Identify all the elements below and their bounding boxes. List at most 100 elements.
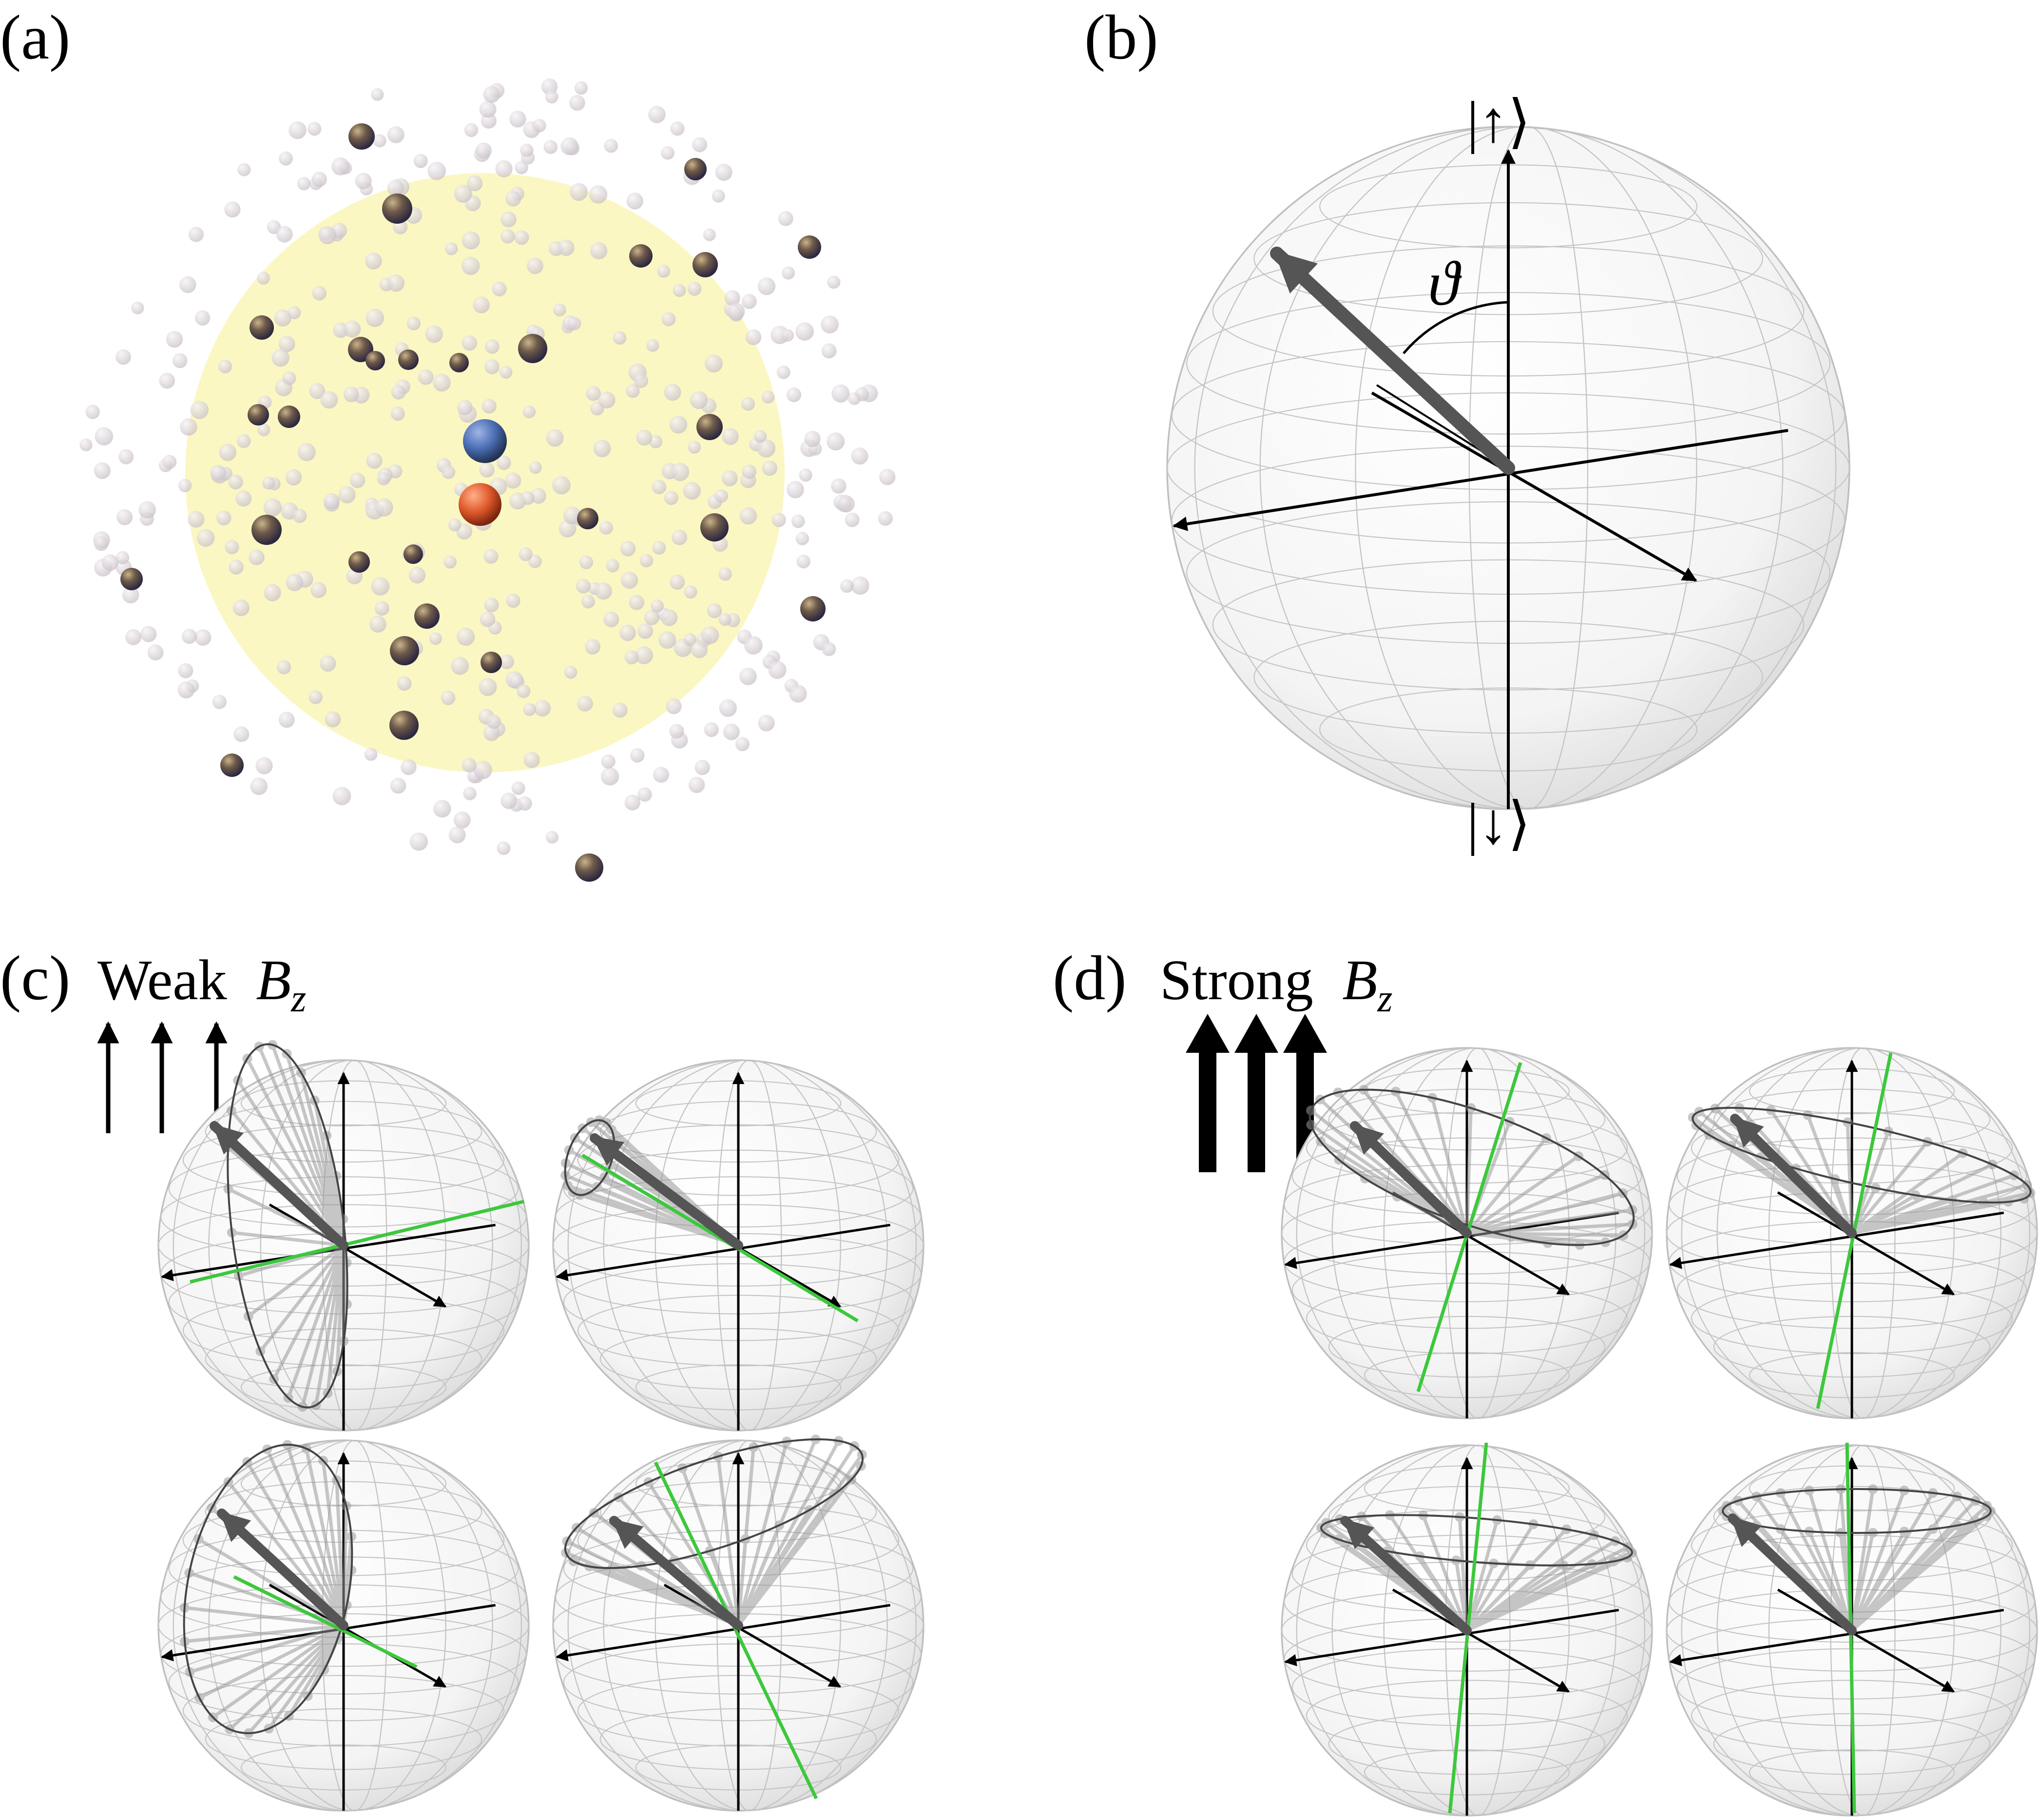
faint-spin <box>626 193 643 210</box>
cone-vector <box>259 1244 345 1353</box>
faint-spin <box>462 256 480 275</box>
cone-vector <box>1466 1155 1579 1235</box>
faint-spin <box>570 183 588 201</box>
faint-spin <box>147 644 164 661</box>
faint-spin <box>159 372 175 389</box>
faint-spin <box>791 514 805 528</box>
cone-vector <box>736 1447 755 1626</box>
faint-spin <box>530 488 546 504</box>
y-axis <box>1669 1608 2004 1666</box>
cone-vector <box>1846 1122 1854 1234</box>
panel-c: (c) Weak Bz <box>0 943 924 1812</box>
faint-spin <box>387 274 405 292</box>
faint-spin <box>483 724 500 741</box>
cone-vector <box>228 1624 345 1731</box>
faint-spin <box>445 242 458 255</box>
bath-spin <box>481 652 502 673</box>
faint-spin <box>613 331 627 345</box>
faint-spin <box>579 555 594 569</box>
faint-spin <box>646 339 659 352</box>
faint-spin <box>574 81 588 95</box>
cone-rim <box>1722 1488 1992 1534</box>
faint-spin <box>838 495 855 513</box>
faint-spin <box>308 122 322 136</box>
faint-spin <box>349 472 366 488</box>
faint-spin <box>115 349 131 365</box>
faint-spin <box>118 449 134 465</box>
faint-spin <box>486 714 501 729</box>
cone-vector <box>1851 1174 2015 1235</box>
faint-spin <box>629 595 644 610</box>
faint-spin <box>576 579 591 594</box>
effective-field-axis <box>654 1461 818 1800</box>
faint-spin <box>406 316 421 330</box>
cone-vector <box>247 1244 345 1318</box>
faint-spin <box>649 435 663 448</box>
faint-spin <box>595 582 612 600</box>
faint-spin <box>694 760 710 775</box>
faint-spin <box>626 384 640 398</box>
bath-spin <box>800 596 826 621</box>
bath-spin <box>577 508 598 529</box>
faint-spin <box>661 312 676 327</box>
faint-spin <box>620 541 636 557</box>
faint-spin <box>526 257 543 274</box>
faint-spin <box>552 476 571 495</box>
cone-rim <box>183 1444 353 1734</box>
faint-spin <box>131 301 144 314</box>
faint-spin <box>262 476 275 490</box>
bath-spin <box>693 252 718 277</box>
faint-spin <box>581 595 595 609</box>
y-axis <box>1284 1211 1619 1269</box>
faint-spin <box>495 160 513 177</box>
faint-spin <box>546 429 564 447</box>
faint-spin <box>387 126 404 143</box>
faint-spin <box>652 480 667 494</box>
axes <box>1173 149 1789 809</box>
cone-vector <box>1466 1191 1623 1235</box>
faint-spin <box>377 472 390 485</box>
faint-spin <box>480 611 496 627</box>
faint-spin <box>309 383 326 399</box>
faint-spin <box>683 482 701 500</box>
faint-spin <box>312 286 327 301</box>
faint-spin <box>757 439 776 458</box>
caption-word: Weak <box>97 948 227 1012</box>
bath-spin <box>798 235 821 259</box>
faint-spin <box>724 290 740 306</box>
faint-spin <box>567 316 581 330</box>
faint-spin <box>691 641 708 658</box>
faint-spin <box>497 455 511 470</box>
faint-spin <box>172 353 188 368</box>
faint-spin <box>79 438 93 451</box>
cone-vector <box>1388 1514 1468 1631</box>
central-spin-red <box>459 483 501 526</box>
faint-spin <box>229 560 244 575</box>
cone-vector <box>1362 1088 1468 1235</box>
cone-vector <box>736 1438 817 1626</box>
cone-vector <box>286 1444 346 1626</box>
faint-spin <box>603 611 619 628</box>
faint-spin <box>768 660 787 679</box>
cone-vector <box>267 1624 345 1730</box>
faint-spin <box>310 582 327 598</box>
faint-spin <box>692 137 708 153</box>
panel-c-caption: Weak Bz <box>97 948 306 1020</box>
caption-symbol: B <box>256 948 291 1012</box>
cone-vector <box>1850 1499 1977 1632</box>
faint-spin <box>463 787 477 800</box>
faint-spin <box>237 163 251 176</box>
faint-spin <box>225 540 239 555</box>
faint-spin <box>739 667 757 685</box>
faint-spin <box>509 111 526 128</box>
cone-rim <box>564 1438 864 1569</box>
bloch-sphere-main <box>1166 126 1850 810</box>
faint-spin <box>500 793 517 809</box>
faint-spin <box>196 529 215 547</box>
bath-spin <box>518 334 547 363</box>
bath-spin <box>629 244 653 268</box>
faint-spin <box>543 140 558 154</box>
spin-vector <box>1350 1121 1472 1238</box>
faint-spin <box>664 384 681 401</box>
faint-spin <box>795 322 814 341</box>
